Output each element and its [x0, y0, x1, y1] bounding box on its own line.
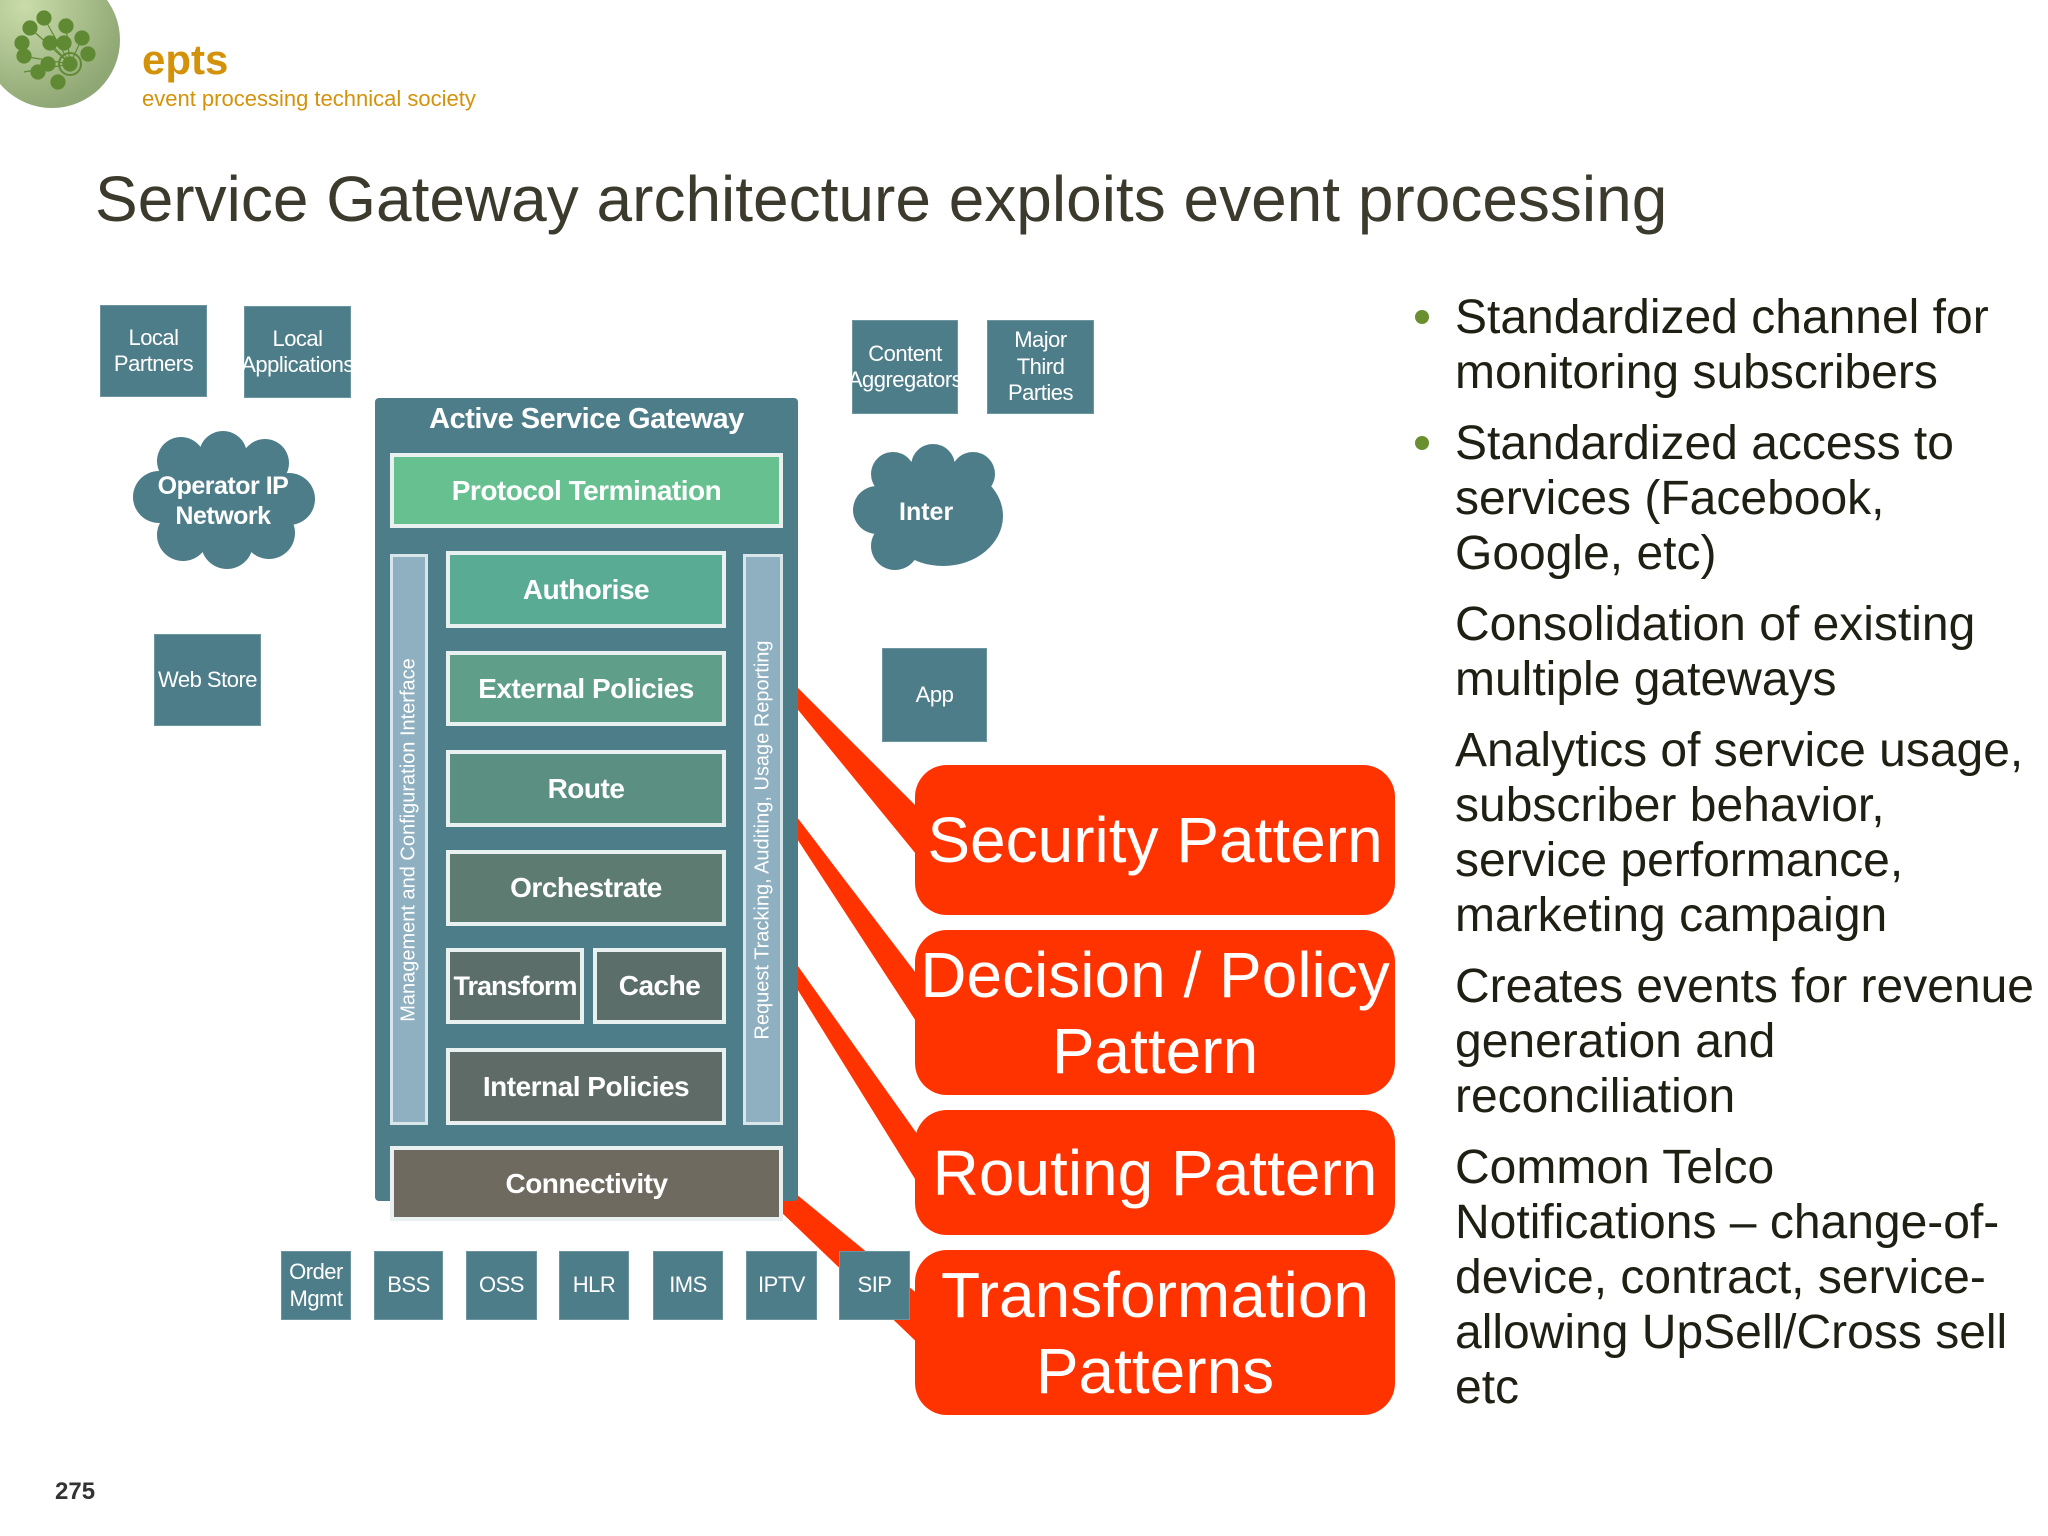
bullet-3: Consolidation of existing multiple gatew…: [1455, 598, 1976, 706]
slide-title: Service Gateway architecture exploits ev…: [95, 163, 1668, 235]
backend-sip: SIP: [839, 1251, 910, 1320]
internet-cloud: Inter: [853, 444, 1003, 578]
orchestrate-layer: Orchestrate: [446, 850, 726, 926]
route-layer: Route: [446, 750, 726, 827]
gateway-title: Active Service Gateway: [429, 403, 744, 435]
routing-pattern-callout: Routing Pattern: [915, 1110, 1395, 1235]
bullet-4: Analytics of service usage, subscriber b…: [1455, 724, 2024, 942]
content-aggregators-box: Content Aggregators: [848, 320, 963, 414]
operator-ip-network-cloud: Operator IP Network: [131, 431, 315, 571]
backend-iptv: IPTV: [746, 1251, 817, 1320]
major-third-parties-box: Major Third Parties: [987, 320, 1094, 414]
backend-bss: BSS: [374, 1251, 443, 1320]
local-partners-box: Local Partners: [100, 305, 207, 397]
backend-oss: OSS: [466, 1251, 537, 1320]
authorise-layer: Authorise: [446, 551, 726, 628]
transform-layer: Transform: [446, 948, 584, 1024]
cache-layer: Cache: [593, 948, 726, 1024]
local-applications-box: Local Applications: [241, 306, 354, 398]
bullet-1: Standardized channel for monitoring subs…: [1455, 291, 1989, 399]
brand-name: epts: [142, 36, 229, 83]
backend-ims: IMS: [653, 1251, 723, 1320]
request-tracking-label: Request Tracking, Auditing, Usage Report…: [751, 639, 774, 1040]
internet-cloud-label: Inter: [899, 498, 954, 526]
protocol-termination-layer: Protocol Termination: [390, 453, 783, 528]
bullet-list: Standardized channel for monitoring subs…: [1415, 290, 2040, 1415]
bullet-2: Standardized access to services (Faceboo…: [1455, 417, 1954, 580]
epts-logo: [0, 0, 120, 108]
web-store-box: Web Store: [154, 634, 261, 726]
bullet-5: Creates events for revenue generation an…: [1455, 960, 2034, 1123]
cloud-icon: [853, 444, 1003, 570]
connectivity-layer: Connectivity: [390, 1146, 783, 1221]
operator-ip-network-label: Operator IP Network: [157, 472, 289, 530]
bullet-item: Standardized channel for monitoring subs…: [1415, 290, 2040, 400]
security-pattern-callout: Security Pattern: [915, 765, 1395, 915]
bullet-item: Consolidation of existing multiple gatew…: [1415, 597, 2040, 707]
external-policies-layer: External Policies: [446, 651, 726, 726]
app-box: App: [882, 648, 987, 742]
bullet-item: Creates events for revenue generation an…: [1415, 959, 2040, 1124]
backend-order-mgmt: Order Mgmt: [281, 1251, 351, 1320]
bullet-item: Analytics of service usage, subscriber b…: [1415, 723, 2040, 943]
bullet-icon: [1415, 436, 1429, 450]
bullet-6: Common Telco Notifications – change-of-d…: [1455, 1141, 2008, 1414]
network-nodes-icon: [14, 10, 96, 90]
bullet-item: Standardized access to services (Faceboo…: [1415, 416, 2040, 581]
backend-hlr: HLR: [559, 1251, 629, 1320]
bullet-icon: [1415, 310, 1429, 324]
request-tracking-bar: Request Tracking, Auditing, Usage Report…: [743, 554, 783, 1125]
brand-subtitle: event processing technical society: [142, 86, 476, 111]
management-interface-label: Management and Configuration Interface: [397, 657, 420, 1022]
transformation-patterns-callout: Transformation Patterns: [915, 1250, 1395, 1415]
internal-policies-layer: Internal Policies: [446, 1048, 726, 1125]
decision-policy-pattern-callout: Decision / Policy Pattern: [915, 930, 1395, 1095]
bullet-item: Common Telco Notifications – change-of-d…: [1415, 1140, 2040, 1415]
cloud-icon: [133, 431, 315, 569]
management-interface-bar: Management and Configuration Interface: [390, 554, 428, 1125]
page-number: 275: [55, 1478, 96, 1505]
